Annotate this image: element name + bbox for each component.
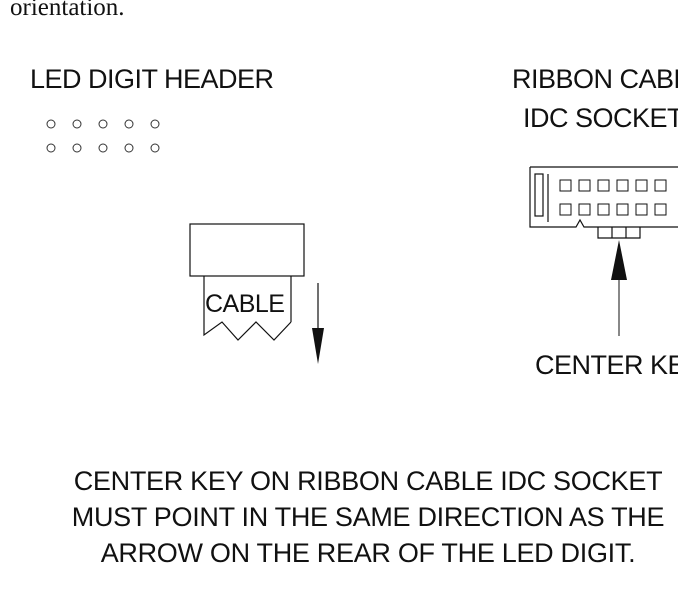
socket-hole (635, 179, 648, 192)
socket-hole (654, 179, 667, 192)
socket-hole (559, 179, 572, 192)
header-pin (46, 119, 56, 129)
ribbon-cable-label: RIBBON CABLE (512, 64, 678, 94)
led-digit-header-label: LED DIGIT HEADER (30, 64, 274, 94)
down-arrow-icon (312, 283, 324, 364)
header-pin (72, 143, 82, 153)
socket-hole (597, 203, 610, 216)
up-arrow-icon (611, 240, 627, 336)
led-digit-rectangle (189, 223, 305, 277)
idc-socket (529, 166, 678, 239)
socket-hole (578, 179, 591, 192)
idc-socket-label: IDC SOCKET (523, 103, 678, 133)
led-header-pins (46, 119, 160, 153)
header-pin (46, 143, 56, 153)
socket-hole (616, 179, 629, 192)
note-line-2: MUST POINT IN THE SAME DIRECTION AS THE (71, 502, 665, 532)
header-pin (98, 143, 108, 153)
socket-hole (654, 203, 667, 216)
header-pin (150, 119, 160, 129)
note-line-1: CENTER KEY ON RIBBON CABLE IDC SOCKET (73, 466, 663, 496)
socket-hole (597, 179, 610, 192)
socket-hole (578, 203, 591, 216)
socket-latch (534, 173, 544, 217)
orientation-note: CENTER KEY ON RIBBON CABLE IDC SOCKET MU… (0, 463, 678, 571)
socket-hole (616, 203, 629, 216)
socket-hole (559, 203, 572, 216)
center-key-label: CENTER KEY (535, 350, 678, 380)
intro-text: orientation. (10, 0, 125, 21)
cable-label: CABLE (205, 290, 285, 318)
center-key (597, 227, 641, 239)
cable-outline (203, 276, 292, 341)
header-pin (124, 143, 134, 153)
note-line-3: ARROW ON THE REAR OF THE LED DIGIT. (100, 538, 636, 568)
header-pin (72, 119, 82, 129)
header-pin (98, 119, 108, 129)
socket-outline (529, 166, 678, 228)
header-pin (150, 143, 160, 153)
socket-hole (635, 203, 648, 216)
socket-pin-holes (559, 179, 667, 216)
led-digit-body (189, 223, 305, 341)
header-pin (124, 119, 134, 129)
